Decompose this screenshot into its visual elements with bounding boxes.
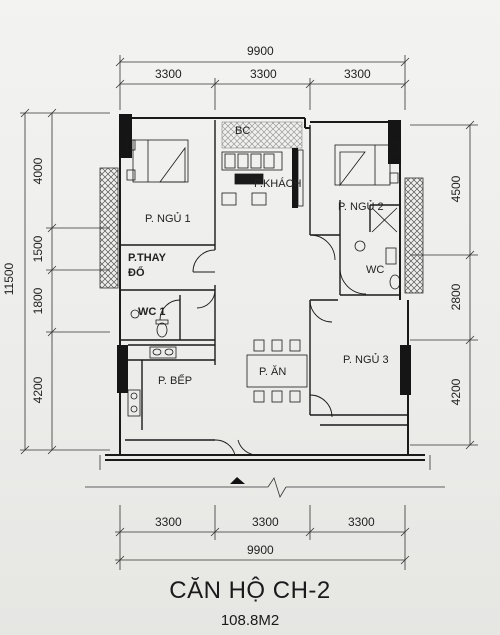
top-total-dimension: 9900 [247,44,274,58]
bottom-dimension-1: 3300 [155,515,182,529]
left-dimension-4: 4200 [31,376,45,404]
top-dimension-2: 3300 [250,67,277,81]
bottom-dimension-lines [115,505,410,570]
left-dimension-2: 1500 [31,235,45,263]
room-label-dressing-line1: P.THAY [128,252,166,264]
plan-title: CĂN HỘ CH-2 [169,577,331,604]
room-label-bed1: P. NGỦ 1 [145,213,191,225]
entrance-marker [230,477,245,484]
room-label-dressing-line2: ĐỔ [128,267,145,279]
bottom-total-dimension: 9900 [247,543,274,557]
room-label-bed2: P. NGỦ 2 [338,201,384,213]
top-dimension-1: 3300 [155,67,182,81]
left-dimension-1: 4000 [31,157,45,185]
room-label-bed3: P. NGỦ 3 [343,354,389,366]
site-lines [85,455,445,498]
left-total-dimension: 11500 [2,262,16,296]
room-label-living: P.KHÁCH [254,178,302,190]
room-label-kitchen: P. BẾP [158,375,193,387]
exterior-walls [105,117,425,461]
bottom-dimension-2: 3300 [252,515,279,529]
doors [159,234,367,456]
interior-walls [120,120,408,441]
top-dimension-lines [115,55,410,110]
room-label-bc: BC [235,125,251,137]
plan-area: 108.8M2 [220,612,280,629]
top-dimension-3: 3300 [344,67,371,81]
bottom-dimension-3: 3300 [348,515,375,529]
room-label-wc1: WC 1 [138,306,166,318]
room-label-dining: P. ĂN [259,366,287,378]
right-dimension-1: 4500 [449,175,463,203]
left-dimension-lines [20,108,110,455]
room-label-wc: WC [366,264,385,276]
left-dimension-3: 1800 [31,287,45,315]
right-dimension-2: 2800 [449,283,463,311]
right-dimension-lines [410,120,478,450]
right-dimension-3: 4200 [449,378,463,406]
furniture [126,139,401,417]
